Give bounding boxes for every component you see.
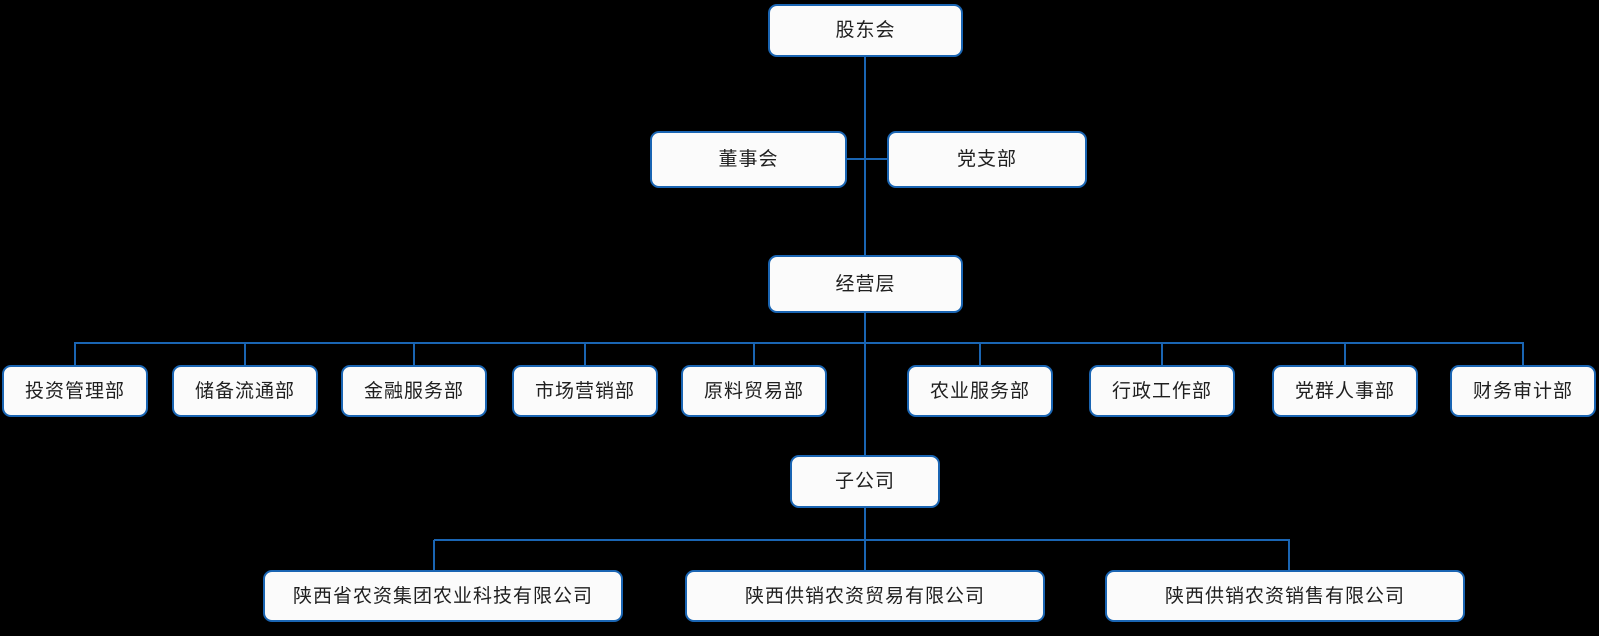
connector-drop-department-4 (584, 342, 586, 365)
connector-drop-department-5 (753, 342, 755, 365)
node-label: 经营层 (835, 272, 896, 295)
node-subsidiaries[interactable]: 子公司 (790, 455, 940, 508)
node-department-reserve-circulation[interactable]: 储备流通部 (172, 365, 318, 417)
node-department-investment-management[interactable]: 投资管理部 (2, 365, 148, 417)
node-department-administrative-work[interactable]: 行政工作部 (1089, 365, 1235, 417)
node-department-financial-services[interactable]: 金融服务部 (341, 365, 487, 417)
connector-drop-department-7 (1161, 342, 1163, 365)
node-label: 股东会 (835, 19, 896, 41)
node-label: 农业服务部 (929, 379, 1030, 402)
node-label: 董事会 (718, 148, 779, 170)
node-shareholders-meeting[interactable]: 股东会 (768, 4, 963, 57)
node-label: 金融服务部 (363, 379, 464, 402)
node-company-agri-materials-trading[interactable]: 陕西供销农资贸易有限公司 (685, 570, 1045, 622)
connector-drop-department-9 (1522, 342, 1524, 365)
connector-drop-department-3 (413, 342, 415, 365)
node-department-marketing[interactable]: 市场营销部 (512, 365, 658, 417)
node-board-of-directors[interactable]: 董事会 (650, 131, 847, 188)
node-label: 储备流通部 (194, 379, 295, 402)
node-label: 党支部 (956, 148, 1017, 170)
connector-row2-rail (847, 158, 887, 160)
connector-drop-company-1 (433, 540, 435, 570)
node-department-party-personnel[interactable]: 党群人事部 (1272, 365, 1418, 417)
node-department-raw-material-trading[interactable]: 原料贸易部 (681, 365, 827, 417)
connector-drop-company-3 (1288, 540, 1290, 570)
node-department-finance-audit[interactable]: 财务审计部 (1450, 365, 1596, 417)
node-party-branch[interactable]: 党支部 (887, 131, 1087, 188)
connector-trunk-lower (864, 508, 866, 541)
connector-departments-rail (74, 342, 1524, 344)
node-management-level[interactable]: 经营层 (768, 255, 963, 313)
node-label: 党群人事部 (1294, 379, 1395, 402)
connector-drop-department-8 (1344, 342, 1346, 365)
node-label: 市场营销部 (534, 379, 635, 402)
node-label: 陕西供销农资贸易有限公司 (744, 584, 985, 607)
connector-drop-department-6 (979, 342, 981, 365)
node-label: 投资管理部 (24, 379, 125, 402)
node-label: 行政工作部 (1111, 379, 1212, 402)
node-label: 陕西供销农资销售有限公司 (1164, 584, 1405, 607)
connector-companies-rail (434, 539, 1290, 541)
node-company-agri-science-tech[interactable]: 陕西省农资集团农业科技有限公司 (263, 570, 623, 622)
node-label: 陕西省农资集团农业科技有限公司 (292, 584, 593, 607)
connector-drop-company-2 (864, 540, 866, 570)
node-label: 财务审计部 (1472, 379, 1573, 402)
connector-trunk-mid (864, 313, 866, 455)
connector-drop-department-2 (244, 342, 246, 365)
node-department-agricultural-services[interactable]: 农业服务部 (907, 365, 1053, 417)
node-company-agri-materials-sales[interactable]: 陕西供销农资销售有限公司 (1105, 570, 1465, 622)
node-label: 子公司 (834, 470, 895, 492)
connector-trunk-top (864, 57, 866, 255)
node-label: 原料贸易部 (703, 379, 804, 402)
connector-drop-department-1 (74, 342, 76, 365)
